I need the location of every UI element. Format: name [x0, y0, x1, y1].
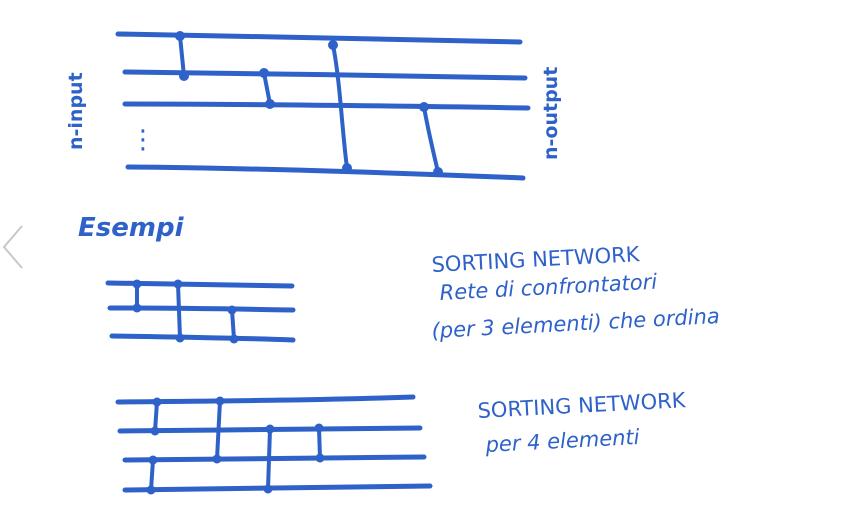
network3-line2: Rete di confrontatori — [439, 270, 658, 305]
comparator — [178, 34, 186, 78]
wire-1 — [115, 394, 416, 405]
ellipsis: ⋮ — [130, 125, 156, 155]
comparator — [230, 308, 236, 341]
comparator — [149, 458, 155, 492]
wire-4 — [125, 164, 526, 181]
wire-4 — [122, 483, 433, 493]
wire-3 — [122, 454, 427, 463]
wire-2 — [122, 69, 528, 81]
wire-1 — [115, 31, 523, 45]
network4-line2: per 4 elementi — [484, 425, 640, 457]
input-label: n-input — [65, 72, 87, 150]
network-4-elements — [115, 394, 433, 495]
wire-3 — [109, 333, 296, 343]
output-label: n-output — [540, 67, 562, 160]
chevron-left-icon[interactable] — [0, 222, 30, 272]
network-3-elements — [105, 279, 296, 344]
comparator — [176, 282, 182, 340]
examples-heading: Esempi — [78, 213, 185, 243]
comparator — [266, 427, 272, 491]
comparator — [317, 426, 322, 460]
wire-3 — [122, 101, 531, 111]
comparator — [331, 43, 349, 170]
comparator — [153, 400, 159, 433]
comparator — [422, 105, 440, 174]
general-network — [115, 31, 531, 181]
network4-title: SORTING NETWORK — [477, 388, 687, 423]
comparator — [262, 71, 272, 106]
network3-line3: (per 3 elementi) che ordina — [431, 304, 720, 343]
comparator — [215, 399, 222, 461]
